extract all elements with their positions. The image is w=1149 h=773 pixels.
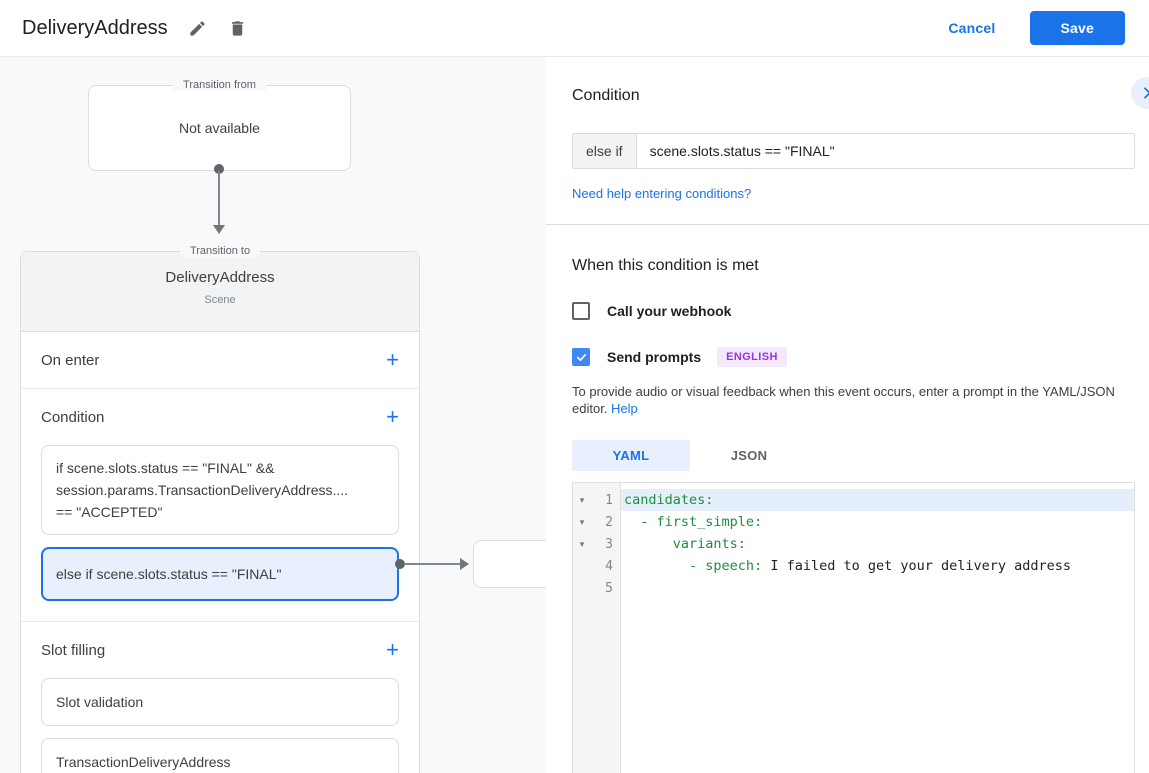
fold-toggle-icon[interactable]: ▾ [579, 516, 585, 527]
prompt-description: To provide audio or visual feedback when… [572, 383, 1135, 417]
condition-if-line: == "ACCEPTED" [56, 504, 163, 520]
slot-item-validation[interactable]: Slot validation [41, 678, 399, 726]
code-line[interactable]: - first_simple: [621, 511, 1134, 533]
yaml-key: candidates: [624, 492, 714, 508]
slot-item-transaction-delivery-address[interactable]: TransactionDeliveryAddress [41, 738, 399, 773]
tab-json[interactable]: JSON [690, 440, 808, 471]
checkmark-icon [576, 353, 586, 361]
gutter-row: ▾3 [573, 533, 620, 555]
editor-format-tabs: YAML JSON [572, 440, 1135, 471]
gutter-row: ▾4 [573, 555, 620, 577]
transition-target-node[interactable] [473, 540, 546, 588]
trash-icon [232, 20, 244, 36]
code-line[interactable]: candidates: [621, 489, 1134, 511]
condition-header-row: Condition + [21, 389, 419, 445]
condition-expression-field: else if [572, 133, 1135, 169]
condition-item-if[interactable]: if scene.slots.status == "FINAL" && sess… [41, 445, 399, 535]
language-badge: ENGLISH [717, 347, 787, 367]
yaml-code-editor: ▾1▾2▾3▾4▾5 candidates: - first_simple: v… [572, 482, 1135, 773]
yaml-key: - first_simple: [640, 514, 763, 530]
code-line[interactable]: variants: [621, 533, 1134, 555]
send-prompts-checkbox[interactable] [572, 348, 590, 366]
add-condition-button[interactable]: + [386, 404, 399, 429]
line-number: 1 [605, 492, 613, 508]
fold-toggle-icon[interactable]: ▾ [579, 494, 585, 505]
transition-from-content: Not available [179, 120, 260, 136]
slot-filling-section: Slot filling + Slot validation Transacti… [21, 622, 419, 773]
condition-item-elseif-selected[interactable]: else if scene.slots.status == "FINAL" [41, 547, 399, 601]
scene-type-label: Scene [204, 294, 236, 306]
transition-to-card: Transition to DeliveryAddress Scene On e… [20, 245, 420, 773]
delete-button[interactable] [226, 16, 250, 40]
condition-if-line: session.params.TransactionDeliveryAddres… [56, 482, 349, 498]
on-enter-label: On enter [41, 351, 100, 369]
transition-from-node[interactable]: Transition from Not available [88, 79, 351, 171]
edit-button[interactable] [186, 16, 210, 40]
connector-dot [214, 164, 224, 174]
transition-from-legend: Transition from [89, 79, 350, 91]
call-webhook-label: Call your webhook [607, 303, 732, 319]
prompt-help-link[interactable]: Help [611, 401, 638, 416]
condition-section: Condition + if scene.slots.status == "FI… [21, 389, 419, 622]
collapse-panel-button[interactable] [1131, 77, 1149, 109]
cancel-button[interactable]: Cancel [948, 20, 996, 36]
scene-name: DeliveryAddress [165, 269, 275, 286]
gutter-row: ▾2 [573, 511, 620, 533]
connector-dot [395, 559, 405, 569]
line-number: 5 [605, 580, 613, 596]
add-on-enter-button[interactable]: + [386, 347, 399, 372]
gutter-row: ▾1 [573, 489, 620, 511]
arrow-right-icon [460, 558, 469, 570]
webhook-option-row: Call your webhook [572, 302, 1135, 320]
send-prompts-option-row: Send prompts ENGLISH [572, 347, 1135, 367]
chevron-right-icon [1144, 87, 1149, 99]
condition-elseif-text: else if scene.slots.status == "FINAL" [56, 566, 282, 582]
call-webhook-checkbox[interactable] [572, 302, 590, 320]
slot-filling-label: Slot filling [41, 641, 106, 659]
yaml-value: I failed to get your delivery address [762, 558, 1072, 574]
header: DeliveryAddress Cancel Save [0, 0, 1149, 57]
line-number: 3 [605, 536, 613, 552]
condition-expression-input[interactable] [636, 134, 1134, 168]
tab-yaml[interactable]: YAML [572, 440, 690, 471]
condition-prefix: else if [573, 134, 637, 168]
main-content: Transition from Not available Transition… [0, 57, 1149, 773]
editor-code[interactable]: candidates: - first_simple: variants: - … [621, 483, 1134, 773]
send-prompts-label: Send prompts [607, 349, 702, 365]
slot-filling-header-row: Slot filling + [21, 622, 419, 678]
condition-if-line: if scene.slots.status == "FINAL" && [56, 460, 275, 476]
connector-line-vertical [218, 171, 220, 227]
on-enter-row[interactable]: On enter + [21, 332, 419, 389]
pencil-icon [190, 20, 205, 36]
editor-gutter: ▾1▾2▾3▾4▾5 [573, 483, 621, 773]
connector-line-horizontal [404, 563, 461, 565]
scene-card-header[interactable]: DeliveryAddress Scene [21, 252, 419, 332]
when-condition-met-title: When this condition is met [572, 257, 759, 274]
yaml-key: - speech: [689, 558, 763, 574]
conditions-help-link[interactable]: Need help entering conditions? [572, 186, 752, 201]
code-line[interactable] [621, 577, 1134, 599]
section-divider [546, 224, 1149, 225]
scene-flow-diagram: Transition from Not available Transition… [0, 57, 546, 773]
code-line[interactable]: - speech: I failed to get your delivery … [621, 555, 1134, 577]
yaml-key: variants: [672, 536, 746, 552]
gutter-row: ▾5 [573, 577, 620, 599]
panel-title: Condition [572, 87, 640, 104]
page-title: DeliveryAddress [22, 16, 168, 39]
save-button[interactable]: Save [1029, 11, 1125, 45]
arrow-down-icon [213, 225, 225, 234]
line-number: 2 [605, 514, 613, 530]
prompt-description-text: To provide audio or visual feedback when… [572, 384, 1115, 416]
help-link-row: Need help entering conditions? [572, 185, 1135, 203]
add-slot-button[interactable]: + [386, 637, 399, 662]
fold-toggle-icon[interactable]: ▾ [579, 538, 585, 549]
condition-detail-panel: Condition else if Need help entering con… [546, 57, 1149, 773]
condition-section-label: Condition [41, 408, 105, 426]
line-number: 4 [605, 558, 613, 574]
